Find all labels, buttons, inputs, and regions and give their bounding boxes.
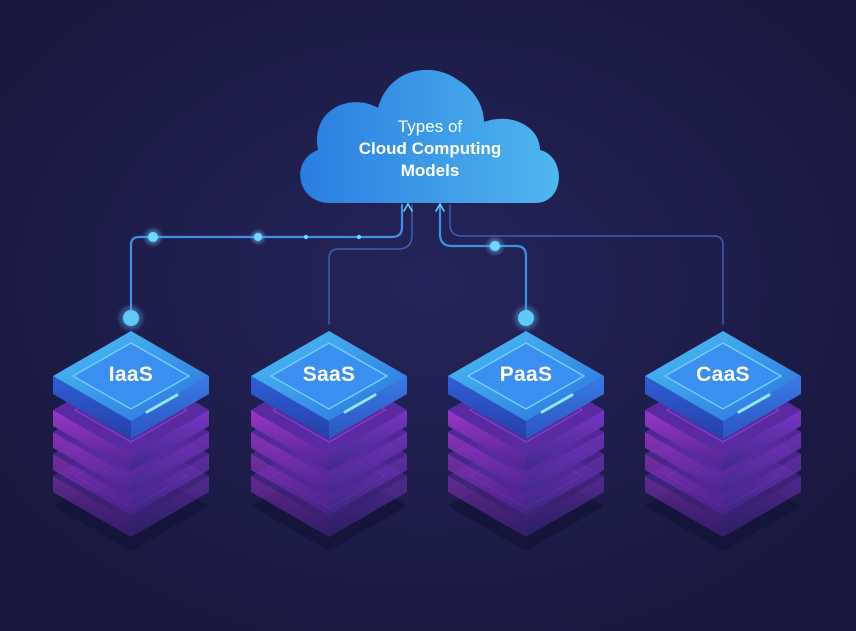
cloud-title-line2: Cloud Computing bbox=[358, 139, 502, 158]
line-node bbox=[356, 234, 362, 240]
connector-caas bbox=[449, 204, 724, 325]
server-stack-saas bbox=[251, 331, 407, 551]
server-node bbox=[123, 310, 139, 326]
arrow-up-left bbox=[403, 202, 413, 212]
cloud-title-line1: Types of bbox=[397, 117, 463, 136]
server-label-saas: SaaS bbox=[302, 363, 356, 386]
cloud-title-line3: Models bbox=[400, 161, 460, 180]
line-node bbox=[303, 234, 309, 240]
server-node bbox=[518, 310, 534, 326]
cloud-shape bbox=[300, 69, 559, 203]
server-label-iaas: IaaS bbox=[108, 363, 154, 386]
arrow-up-right bbox=[435, 202, 445, 212]
line-node bbox=[490, 241, 500, 251]
server-stack-iaas bbox=[53, 331, 209, 551]
server-label-paas: PaaS bbox=[499, 363, 553, 386]
server-stack-caas bbox=[645, 331, 801, 551]
server-label-caas: CaaS bbox=[696, 363, 750, 386]
line-node bbox=[254, 233, 262, 241]
line-node bbox=[148, 232, 158, 242]
connector-saas bbox=[328, 204, 413, 325]
server-stack-paas bbox=[448, 331, 604, 551]
